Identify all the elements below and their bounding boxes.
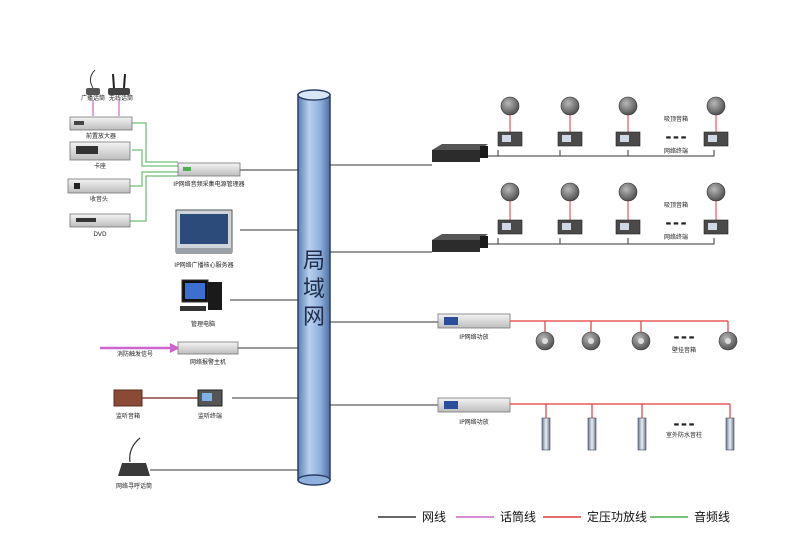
dvd-label: DVD (93, 231, 107, 238)
network-terminal (615, 219, 641, 235)
column-speakers (541, 417, 735, 451)
amp-group-wall: IP网络功放 ▬ ▬ ▬ 壁挂音箱 (437, 313, 729, 354)
ellipsis-4: ▬ ▬ ▬ (674, 421, 695, 428)
ceiling-group-2 (432, 234, 715, 252)
legend-label: 网线 (422, 510, 446, 524)
tuner-label: 收音头 (90, 195, 108, 203)
wall-speaker (631, 331, 651, 351)
ceiling-speaker (560, 182, 580, 202)
paging-mic-label: 网络寻呼话筒 (116, 482, 152, 490)
wall-speaker-label: 壁挂音箱 (672, 346, 696, 354)
ellipsis-3: ▬ ▬ ▬ (674, 334, 695, 341)
monitor-speaker-label: 监听音箱 (116, 412, 140, 420)
lan-label-3: 网 (303, 305, 325, 330)
monitor-speaker: 监听音箱 (113, 389, 143, 420)
wall-speakers (535, 331, 738, 351)
server-label: IP网络广播核心服务器 (174, 261, 233, 269)
lan-label-2: 域 (303, 277, 325, 302)
wall-speaker (718, 331, 738, 351)
preamp-label: 前置放大器 (86, 132, 116, 140)
wireless-mic-label: 无线话筒 (109, 94, 133, 102)
broadcast-mic: 广播话筒 (81, 69, 105, 102)
network-terminal (557, 131, 583, 147)
legend: 网线 话筒线 定压功放线 音频线 (378, 509, 730, 524)
amp-label-2: IP网络功放 (459, 418, 488, 426)
amp-label-1: IP网络功放 (459, 333, 488, 341)
network-terminal (497, 219, 523, 235)
ceiling-speaker (500, 182, 520, 202)
lan-label-1: 局 (303, 249, 325, 274)
audio-lines (130, 122, 178, 222)
ceiling-speaker (560, 96, 580, 116)
net-terminal-label-1: 网络终端 (664, 147, 688, 155)
deck: 卡座 (69, 141, 131, 170)
column-speaker (725, 417, 735, 451)
ceiling-units (497, 96, 729, 235)
network-terminal (497, 131, 523, 147)
monitor-terminal: 监听终端 (197, 389, 223, 420)
column-label: 室外防水音柱 (666, 431, 702, 439)
mic-lines (92, 100, 120, 116)
network-terminal (615, 131, 641, 147)
ceiling-speaker (500, 96, 520, 116)
legend-label: 话筒线 (500, 509, 536, 524)
fire-signal-label: 消防触发信号 (117, 350, 153, 358)
ellipsis-1a: ▬ ▬ ▬ (666, 134, 687, 141)
wireless-mic: 无线话筒 (108, 73, 133, 102)
right-network-lines (330, 164, 438, 406)
alarm-host-label: 网络报警主机 (190, 358, 226, 366)
ceiling-speaker (706, 96, 726, 116)
tuner: 收音头 (67, 178, 131, 203)
dvd: DVD (69, 213, 131, 238)
ceiling-speaker (706, 182, 726, 202)
ceiling-speaker (618, 96, 638, 116)
collector: IP网络音频采集电源管理器 (173, 162, 245, 188)
ceiling-group-1 (432, 144, 715, 162)
legend-label: 音频线 (694, 509, 730, 524)
column-speaker (587, 417, 597, 451)
lan-backbone: 局 域 网 (297, 89, 331, 486)
column-speaker (637, 417, 647, 451)
deck-label: 卡座 (94, 162, 106, 170)
network-terminal (703, 131, 729, 147)
ceiling-speaker-label-1: 吸顶音箱 (664, 115, 688, 123)
ceiling-speaker-label-2: 吸顶音箱 (664, 201, 688, 209)
column-speaker (541, 417, 551, 451)
network-terminal (703, 219, 729, 235)
server: IP网络广播核心服务器 (174, 209, 234, 269)
collector-label: IP网络音频采集电源管理器 (173, 180, 244, 188)
management-pc: 管理电脑 (180, 279, 222, 328)
left-network-lines (150, 169, 298, 471)
legend-label: 定压功放线 (587, 509, 647, 524)
net-terminal-label-2: 网络终端 (664, 233, 688, 241)
preamp: 前置放大器 (69, 116, 133, 140)
paging-mic: 网络寻呼话筒 (116, 437, 152, 490)
alarm-host: 网络报警主机 (177, 341, 239, 366)
wall-speaker (581, 331, 601, 351)
network-terminal (557, 219, 583, 235)
fire-signal-arrow (100, 343, 180, 353)
wall-speaker (535, 331, 555, 351)
broadcast-mic-label: 广播话筒 (81, 94, 105, 102)
ceiling-speaker (618, 182, 638, 202)
amp-group-column: IP网络功放 ▬ ▬ ▬ 室外防水音柱 (437, 397, 731, 439)
pc-label: 管理电脑 (191, 320, 215, 328)
monitor-terminal-label: 监听终端 (198, 412, 222, 420)
ellipsis-2a: ▬ ▬ ▬ (666, 220, 687, 227)
